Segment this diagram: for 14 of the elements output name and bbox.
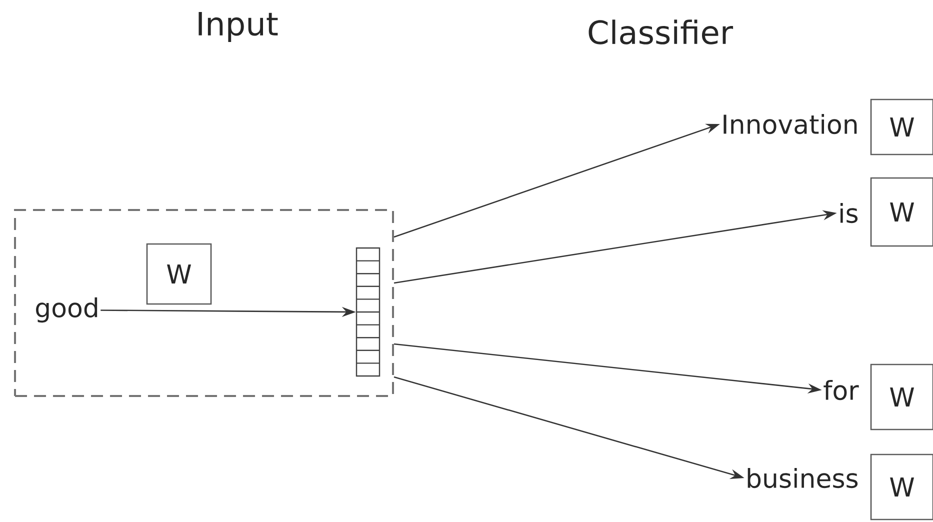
dashed-frame — [14, 209, 394, 397]
heading: Input — [198, 12, 278, 42]
output-word: Innovation — [724, 114, 857, 134]
weight-box: W — [870, 98, 933, 156]
output-word: is — [840, 202, 858, 224]
input-word: good — [36, 297, 98, 323]
output-word: for — [824, 380, 859, 400]
weight-box: W — [870, 364, 933, 430]
heading: Classifier — [588, 20, 734, 44]
vector-bar — [356, 247, 380, 377]
output-word: business — [748, 468, 858, 488]
weight-box: W — [870, 177, 933, 247]
weight-box: W — [870, 454, 933, 520]
weight-box: W — [146, 243, 212, 305]
